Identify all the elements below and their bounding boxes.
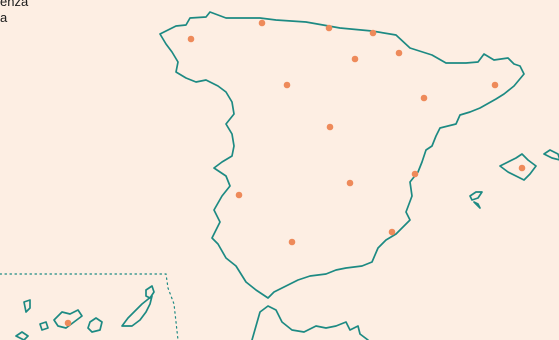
city-marker[interactable] (325, 24, 333, 32)
canary-islands-inset-frame (0, 273, 179, 340)
city-marker[interactable] (64, 319, 72, 327)
city-marker[interactable] (346, 179, 354, 187)
city-marker[interactable] (411, 170, 419, 178)
city-marker[interactable] (187, 35, 195, 43)
menorca-coastline (543, 149, 559, 161)
city-marker[interactable] (420, 94, 428, 102)
canary-island-la-gomera (39, 321, 49, 331)
canary-island-gran-canaria (87, 317, 103, 333)
ibiza-coastline (469, 191, 483, 201)
canary-island-tenerife (53, 309, 83, 329)
city-marker[interactable] (491, 81, 499, 89)
mainland-coastline (159, 11, 525, 299)
city-marker[interactable] (518, 164, 526, 172)
city-marker[interactable] (369, 29, 377, 37)
legend-line-3: a (0, 10, 8, 25)
city-marker[interactable] (395, 49, 403, 57)
legend-line-2: enza (0, 0, 29, 9)
city-marker[interactable] (388, 228, 396, 236)
city-marker[interactable] (288, 238, 296, 246)
city-marker[interactable] (258, 19, 266, 27)
legend: enza a (0, 0, 170, 26)
canary-island-fuerteventura (121, 295, 153, 327)
city-marker[interactable] (326, 123, 334, 131)
city-marker[interactable] (235, 191, 243, 199)
canary-island-el-hierro (15, 331, 29, 340)
canary-island-lanzarote (145, 285, 155, 299)
city-marker[interactable] (351, 55, 359, 63)
formentera-coastline (473, 201, 481, 209)
canary-island-la-palma (23, 299, 31, 313)
mallorca-coastline (499, 153, 537, 181)
city-marker[interactable] (283, 81, 291, 89)
africa-coastline (251, 305, 369, 340)
